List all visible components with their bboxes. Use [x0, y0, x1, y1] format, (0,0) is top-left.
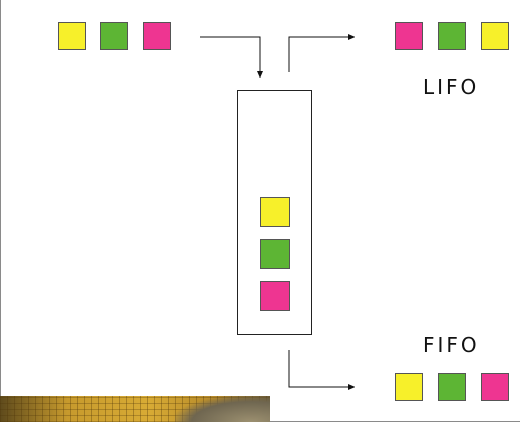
fifo-label: FIFO — [423, 333, 480, 357]
stack-item-2 — [260, 239, 290, 269]
fifo-output-item-2 — [438, 373, 466, 401]
fifo-output-item-1 — [395, 373, 423, 401]
lifo-pop-arrow — [288, 34, 355, 72]
lifo-output-item-1 — [395, 22, 423, 50]
stack-item-3 — [260, 281, 290, 311]
lifo-output-item-3 — [481, 22, 509, 50]
stack-container — [237, 90, 312, 335]
input-item-3 — [143, 22, 171, 50]
fifo-output-item-3 — [481, 373, 509, 401]
input-item-1 — [58, 22, 86, 50]
fifo-dequeue-arrow — [288, 350, 355, 390]
input-item-2 — [100, 22, 128, 50]
lifo-label: LIFO — [423, 75, 480, 99]
stack-item-1 — [260, 197, 290, 227]
lifo-output-item-2 — [438, 22, 466, 50]
push-arrow — [200, 36, 263, 78]
photo-fragment — [0, 396, 270, 422]
